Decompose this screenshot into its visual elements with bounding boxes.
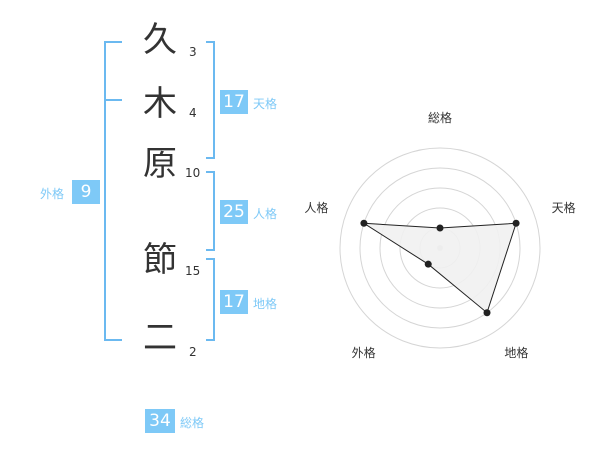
stroke-count-2: 4	[189, 106, 197, 120]
tenkaku-bracket	[206, 41, 215, 159]
jinkaku-label: 人格	[253, 207, 278, 221]
tenkaku-badge: 17	[220, 90, 248, 114]
radar-area	[363, 222, 517, 314]
radar-point-4	[360, 219, 368, 227]
chikaku-label: 地格	[253, 297, 278, 311]
name-char-1: 久	[143, 20, 177, 60]
radar-point-3	[424, 260, 432, 268]
soukaku-badge: 34	[145, 409, 175, 433]
gaikaku-label: 外格	[40, 187, 65, 201]
radar-grid	[339, 147, 541, 349]
radar-dots	[360, 219, 520, 317]
radar-axis-label-4: 人格	[304, 200, 328, 215]
name-char-5: 二	[143, 318, 177, 358]
name-char-3: 原	[143, 144, 177, 184]
radar-point-0	[436, 224, 444, 232]
jinkaku-badge: 25	[220, 200, 248, 224]
tenkaku-label: 天格	[253, 97, 278, 111]
radar-axis-label-3: 外格	[352, 345, 376, 360]
gaikaku-bracket	[104, 41, 122, 341]
stroke-count-4: 15	[185, 264, 201, 278]
radar-axis-label-2: 地格	[504, 345, 528, 360]
soukaku-label: 総格	[180, 416, 205, 430]
radar-point-2	[483, 309, 491, 317]
radar-point-1	[512, 219, 520, 227]
stroke-count-5: 2	[189, 345, 197, 359]
stroke-count-1: 3	[189, 45, 197, 59]
name-char-2: 木	[143, 84, 177, 124]
gaikaku-bracket-tick	[104, 99, 122, 101]
gaikaku-badge: 9	[72, 180, 100, 204]
radar-ring-4	[359, 167, 521, 329]
name-char-4: 節	[143, 240, 177, 280]
jinkaku-bracket	[206, 171, 215, 251]
chikaku-badge: 17	[220, 290, 248, 314]
radar-axis-label-0: 総格	[428, 110, 452, 125]
radar-axis-label-1: 天格	[552, 200, 576, 215]
stroke-count-3: 10	[185, 166, 201, 180]
radar-ring-5	[339, 147, 541, 349]
chikaku-bracket	[206, 258, 215, 341]
